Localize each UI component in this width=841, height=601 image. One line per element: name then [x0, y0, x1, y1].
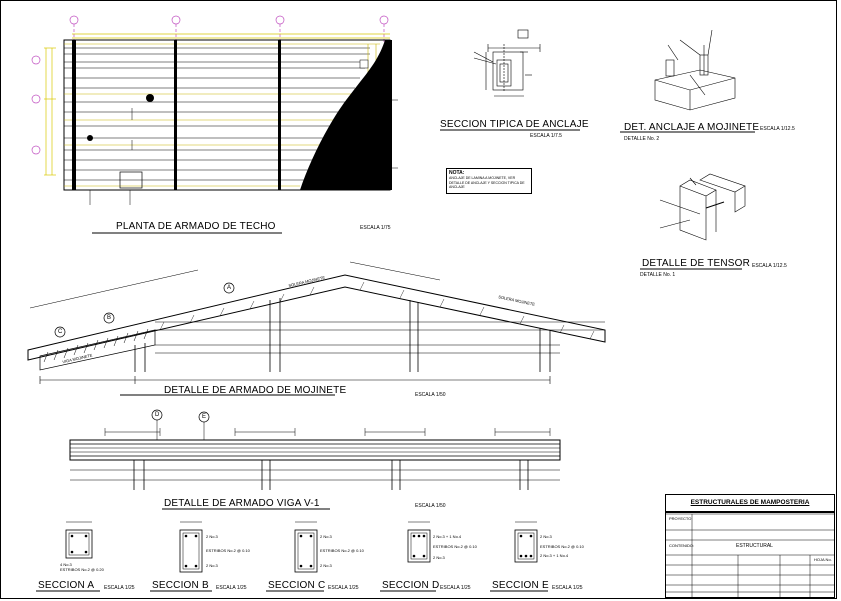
marker-d: D	[155, 412, 160, 418]
sec-e-l2: ESTRIBOS No.2 @ 0.10	[540, 544, 584, 549]
sec-c-l1: 2 No.3	[320, 534, 332, 539]
title-det-tensor: DETALLE DE TENSOR	[642, 258, 751, 269]
marker-b: B	[107, 315, 112, 321]
sec-c-l3: 2 No.3	[320, 563, 332, 568]
title-sec-a: SECCION A	[38, 580, 95, 591]
sec-d-l1: 2 No.3 + 1 No.4	[433, 534, 462, 539]
sec-a-l2: ESTRIBOS No.2 @ 0.20	[60, 567, 104, 572]
sec-a-l1: 4 No.3	[60, 562, 72, 567]
scale-sec-c: ESCALA 1/25	[328, 585, 359, 591]
scale-sec-b: ESCALA 1/25	[216, 585, 247, 591]
sec-e-l1: 2 No.3	[540, 534, 552, 539]
sec-b-l2: ESTRIBOS No.2 @ 0.10	[206, 548, 250, 553]
title-sec-d: SECCION D	[382, 580, 440, 591]
label-detalle-2: DETALLE No. 2	[624, 136, 660, 142]
label-detalle-1: DETALLE No. 1	[640, 272, 676, 278]
sec-b-l3: 2 No.3	[206, 563, 218, 568]
sec-d-l3: 2 No.3	[433, 555, 445, 560]
scale-det-tensor: ESCALA 1/12.5	[752, 263, 787, 269]
scale-sec-a: ESCALA 1/25	[104, 585, 135, 591]
scale-viga: ESCALA 1/50	[415, 503, 446, 509]
sec-e-l3: 2 No.3 + 1 No.4	[540, 553, 569, 558]
title-block-hoja: HOJA No.	[814, 557, 832, 562]
title-sec-e: SECCION E	[492, 580, 549, 591]
scale-sec-d: ESCALA 1/25	[440, 585, 471, 591]
sec-c-l2: ESTRIBOS No.2 @ 0.10	[320, 548, 364, 553]
title-block-header: ESTRUCTURALES DE MAMPOSTERIA	[666, 495, 834, 513]
title-seccion-tipica: SECCION TIPICA DE ANCLAJE	[440, 119, 589, 130]
title-block-grid	[665, 513, 835, 598]
roof-plan	[31, 15, 398, 234]
title-block-contenido-value: ESTRUCTURAL	[736, 543, 773, 549]
sec-b-l1: 2 No.3	[206, 534, 218, 539]
sec-d-l2: ESTRIBOS No.2 @ 0.10	[433, 544, 477, 549]
anchor-detail	[620, 29, 755, 133]
title-mojinete: DETALLE DE ARMADO DE MOJINETE	[164, 385, 347, 396]
marker-a: A	[227, 285, 232, 291]
marker-e: E	[202, 414, 207, 420]
title-sec-b: SECCION B	[152, 580, 209, 591]
title-sec-c: SECCION C	[268, 580, 326, 591]
beam-sections	[36, 521, 548, 592]
scale-planta: ESCALA 1/75	[360, 225, 391, 231]
beam-v1	[69, 409, 561, 510]
scale-mojinete: ESCALA 1/50	[415, 392, 446, 398]
gable-detail	[27, 261, 606, 396]
title-block: ESTRUCTURALES DE MAMPOSTERIA PROYECTO CO…	[665, 494, 835, 598]
note-title: NOTA:	[449, 170, 465, 176]
title-planta: PLANTA DE ARMADO DE TECHO	[116, 221, 276, 232]
title-viga: DETALLE DE ARMADO VIGA V-1	[164, 498, 320, 509]
title-block-contenido: CONTENIDO:	[669, 543, 695, 548]
title-block-proyecto: PROYECTO	[669, 516, 692, 521]
note-box: NOTA: ANCLAJE DE LAMINA A MOJINETE, VER …	[446, 168, 532, 194]
title-det-anclaje: DET. ANCLAJE A MOJINETE	[624, 122, 760, 133]
typical-anchor-section	[440, 29, 580, 131]
marker-c: C	[58, 329, 63, 335]
note-body: ANCLAJE DE LAMINA A MOJINETE, VER DETALL…	[449, 176, 525, 189]
tensor-detail	[640, 173, 746, 270]
scale-det-anclaje: ESCALA 1/12.5	[760, 126, 795, 132]
scale-sec-e: ESCALA 1/25	[552, 585, 583, 591]
scale-seccion-tipica: ESCALA 1/7.5	[530, 133, 562, 139]
